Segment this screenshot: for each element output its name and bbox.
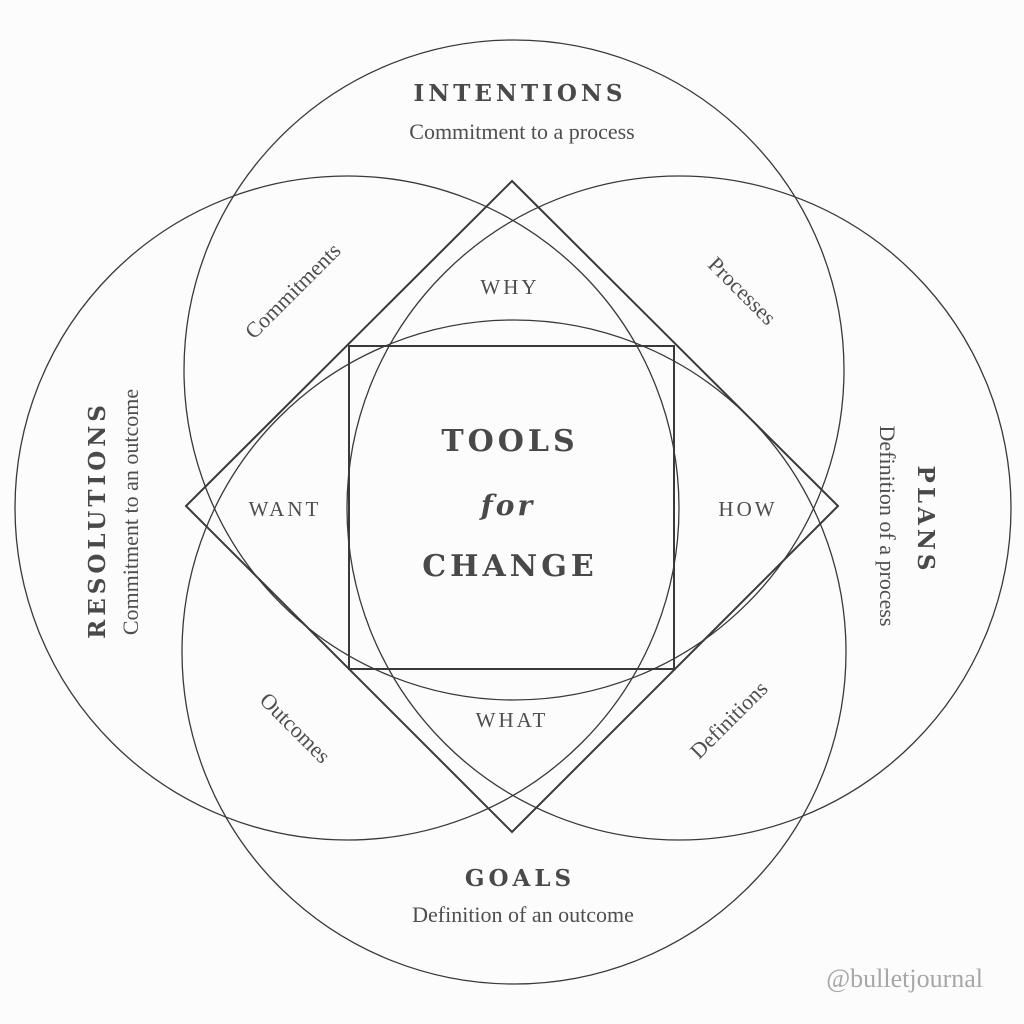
resolutions-title: RESOLUTIONS (84, 401, 111, 639)
goals-title: GOALS (465, 865, 575, 892)
goals-circle (181, 319, 847, 985)
resolutions-subtitle: Commitment to an outcome (118, 389, 143, 635)
plans-title: PLANS (912, 466, 939, 575)
intentions-subtitle: Commitment to a process (409, 119, 634, 144)
how-label: HOW (718, 497, 777, 521)
what-label: WHAT (476, 708, 549, 732)
credit-handle: @bulletjournal (826, 964, 983, 993)
outcomes-label: Outcomes (255, 687, 336, 768)
resolutions-circle (14, 175, 680, 841)
why-label: WHY (480, 275, 539, 299)
want-label: WANT (249, 497, 322, 521)
intentions-title: INTENTIONS (414, 80, 627, 107)
processes-label: Processes (703, 252, 781, 330)
goals-subtitle: Definition of an outcome (412, 902, 634, 927)
plans-subtitle: Definition of a process (875, 426, 900, 627)
intentions-circle (183, 39, 845, 701)
center-title-change: CHANGE (422, 549, 597, 584)
center-square (348, 345, 675, 670)
plans-circle (346, 175, 1012, 841)
definitions-label: Definitions (685, 676, 773, 764)
center-title-tools: TOOLS (441, 424, 578, 459)
diamond (184, 179, 840, 834)
commitments-label: Commitments (240, 238, 346, 344)
center-title-for: for (479, 489, 535, 522)
